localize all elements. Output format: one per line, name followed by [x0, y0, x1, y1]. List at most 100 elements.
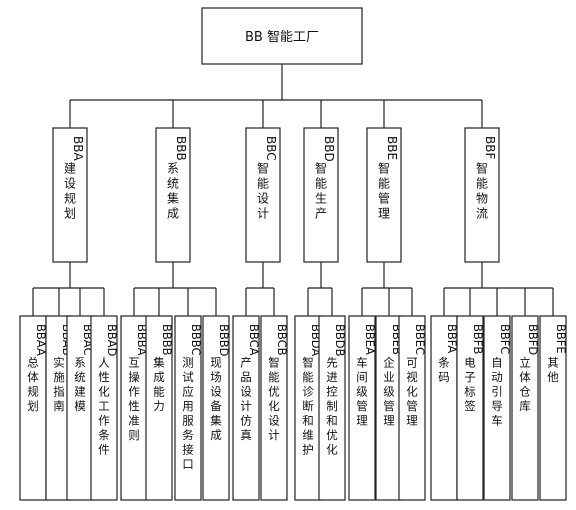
leaf-label-1-3-label-text: 现场设备集成 — [210, 355, 222, 442]
branch-label-3-code-group: BBD — [322, 136, 336, 162]
leaf-box — [456, 315, 484, 501]
branch-label-5-label-text: 智能物流 — [476, 161, 488, 221]
leaf-label-2-1-label-text: 智能优化设计 — [268, 355, 280, 442]
leaf-label-4-0-label-text: 车间级管理 — [356, 355, 368, 427]
leaf-label-5-4-code-group: BBFE — [554, 324, 568, 354]
branch-box — [245, 127, 281, 263]
leaf-box — [90, 315, 118, 501]
leaf-box — [511, 315, 539, 501]
leaf-label-1-2-label-text: 测试应用服务接口 — [182, 355, 194, 471]
leaf-label-1-0-label-text: 互操作性准则 — [128, 355, 140, 442]
connector-lines — [32, 64, 554, 316]
leaf-label-5-4-code-text: BBFE — [554, 324, 568, 354]
branch-label-0-code-group: BBA — [71, 136, 85, 161]
leaf-label-4-0-code-text: BBEA — [363, 324, 377, 355]
leaf-label-0-3-label-text: 人性化工作条件 — [98, 355, 110, 456]
leaf-label-2-1-code-group: BBCB — [275, 324, 289, 356]
leaf-label-5-2-label-text: 自动引导车 — [491, 355, 503, 427]
root-node: BB 智能工厂 — [201, 7, 363, 65]
leaf-label-1-2-code-group: BBBC — [189, 324, 203, 356]
leaf-label-5-0-code-text: BBFA — [445, 324, 459, 353]
leaf-label-0-0-code-text: BBAA — [34, 324, 48, 356]
leaf-label-3-1-code-text: BBDB — [333, 324, 347, 357]
leaf-label-0-0-code-group: BBAA — [34, 324, 48, 356]
leaf-label-5-3-code-text: BBFD — [526, 324, 540, 355]
leaf-label-2-0-label-text: 产品设计仿真 — [240, 355, 252, 442]
branch-label-1-code-group: BBB — [174, 136, 188, 161]
leaf-label-5-0-code-group: BBFA — [445, 324, 459, 353]
leaf-box — [202, 315, 230, 501]
leaf-label-5-2-code-text: BBFC — [498, 324, 512, 354]
branch-label-5-code-text: BBF — [483, 136, 497, 159]
root-label: BB 智能工厂 — [245, 30, 319, 45]
branch-label-0-code-text: BBA — [71, 136, 85, 161]
leaf-box — [174, 315, 202, 501]
leaf-label-4-1-label-text: 企业级管理 — [383, 355, 395, 427]
branch-label-0-label-text: 建设规划 — [64, 162, 76, 221]
branch-box — [303, 127, 339, 263]
leaf-label-1-3-code-group: BBBD — [217, 324, 231, 357]
root-box — [201, 7, 363, 65]
leaf-box — [120, 315, 148, 501]
branch-box — [155, 127, 191, 263]
leaf-label-3-1-label-text: 先进控制和优化 — [326, 355, 338, 456]
leaf-box — [539, 315, 567, 501]
branch-label-4-label-text: 智能管理 — [378, 161, 390, 221]
leaf-box — [483, 315, 511, 501]
leaf-label-5-4-label-text: 其他 — [547, 355, 559, 384]
branch-box — [464, 127, 500, 263]
branch-label-2-code-text: BBC — [264, 136, 278, 161]
branch-label-1-label-text: 系统集成 — [167, 162, 179, 221]
leaf-label-3-1-code-group: BBDB — [333, 324, 347, 357]
leaf-label-5-3-label-text: 立体仓库 — [519, 355, 531, 413]
leaf-label-1-2-code-text: BBBC — [189, 324, 203, 356]
leaf-label-4-2-code-text: BBEC — [413, 324, 427, 355]
leaf-label-3-0-label-text: 智能诊断和维护 — [302, 355, 314, 456]
leaf-box — [430, 315, 458, 501]
leaf-box — [318, 315, 346, 501]
leaf-box — [232, 315, 260, 501]
leaf-label-5-1-label-text: 电子标签 — [464, 355, 476, 413]
branch-label-2-label-text: 智能设计 — [257, 161, 269, 221]
leaf-label-5-2-code-group: BBFC — [498, 324, 512, 354]
leaf-box — [294, 315, 322, 501]
branch-label-3-code-text: BBD — [322, 136, 336, 162]
leaf-box — [66, 315, 94, 501]
leaf-box — [348, 315, 376, 501]
leaf-label-0-0-label-text: 总体规划 — [27, 355, 39, 413]
leaf-label-0-2-label-text: 系统建模 — [74, 355, 86, 413]
leaf-label-2-0-code-text: BBCA — [247, 324, 261, 356]
branch-box — [366, 127, 402, 263]
branch-node-5: BBF 智能物流 — [464, 127, 500, 263]
branch-box — [52, 127, 88, 263]
leaf-box — [398, 315, 426, 501]
leaf-label-4-0-code-group: BBEA — [363, 324, 377, 355]
leaf-label-4-2-code-group: BBEC — [413, 324, 427, 355]
leaf-label-1-1-label-text: 集成能力 — [153, 355, 165, 413]
leaf-label-5-3-code-group: BBFD — [526, 324, 540, 355]
branch-label-1-code-text: BBB — [174, 136, 188, 161]
leaf-label-4-2-label-text: 可视化管理 — [406, 355, 418, 427]
leaf-box — [19, 315, 47, 501]
leaf-nodes: BBAA总体规划BBAB实施指南BBAC系统建模BBAD人性化工作条件BBBA互… — [19, 315, 568, 501]
